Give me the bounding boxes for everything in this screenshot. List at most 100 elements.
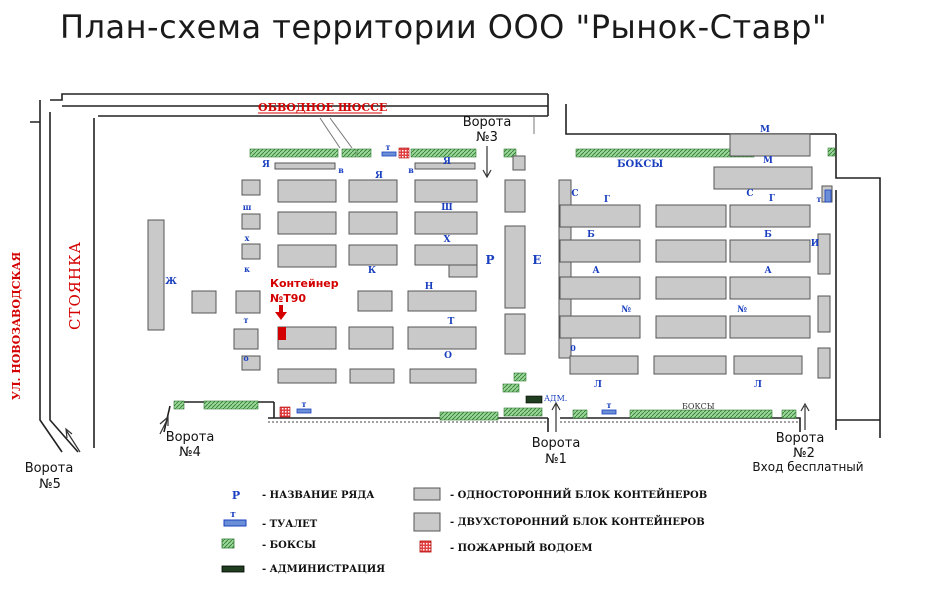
legend-single-block-icon — [413, 487, 441, 501]
block — [448, 264, 478, 278]
gate-5-label: Ворота — [25, 461, 74, 476]
boxes-top-middle — [410, 148, 477, 158]
gate-4-arrow-icon — [159, 415, 169, 435]
gate-4: Ворота №4 — [159, 415, 214, 460]
gate-1: Ворота №1 — [532, 401, 580, 467]
block — [729, 276, 811, 300]
block — [512, 155, 526, 171]
gate-2-number: №2 — [793, 446, 815, 461]
admin-building — [525, 395, 543, 404]
fire-pond-top — [398, 147, 410, 159]
row-label: М — [763, 156, 773, 166]
row-label: Н — [425, 282, 434, 292]
road-lines — [319, 116, 535, 149]
block — [729, 239, 811, 263]
row-label: № — [737, 305, 747, 315]
row-label: х — [245, 233, 250, 243]
legend-admin-text: - АДМИНИСТРАЦИЯ — [262, 564, 385, 575]
block — [504, 313, 526, 355]
gate-2-label: Ворота — [776, 431, 825, 446]
legend-toilet-letter: т — [230, 510, 236, 520]
gate-5-number: №5 — [39, 477, 61, 492]
row-label: Я — [375, 171, 383, 181]
block — [713, 166, 813, 190]
boxes-top-gate3 — [503, 148, 517, 158]
block — [191, 290, 217, 314]
legend-toilet-text: - ТУАЛЕТ — [262, 519, 318, 530]
block — [559, 204, 641, 228]
map-title: План-схема территории ООО "Рынок-Ставр" — [60, 8, 828, 46]
legend-fire-pond-text: - ПОЖАРНЫЙ ВОДОЕМ — [450, 541, 592, 554]
row-label: С — [571, 189, 578, 199]
row-label: К — [368, 266, 377, 276]
row-label: № — [621, 305, 631, 315]
block — [729, 315, 811, 339]
block — [277, 211, 337, 235]
row-label: Ш — [441, 203, 453, 213]
row-label: Т — [448, 317, 455, 327]
gate-3-label: Ворота — [463, 115, 512, 130]
block — [409, 368, 477, 384]
row-label: Г — [769, 194, 776, 204]
row-label: в — [338, 165, 344, 175]
block — [348, 244, 398, 266]
row-label: Г — [604, 195, 611, 205]
fire-pond-bottom — [279, 406, 291, 418]
gate-5: Ворота №5 — [25, 427, 81, 492]
row-label: Е — [532, 253, 541, 267]
block — [655, 204, 727, 228]
legend-fire-pond-icon — [419, 540, 432, 553]
block — [569, 355, 639, 375]
container-callout-line1: Контейнер — [270, 277, 339, 290]
block — [559, 315, 641, 339]
toilet-right-edge — [824, 189, 832, 203]
block — [277, 368, 337, 384]
block — [407, 326, 477, 350]
gate-5-arrow-icon — [65, 427, 81, 453]
row-label: М — [760, 125, 770, 135]
block — [274, 162, 336, 170]
block — [653, 355, 727, 375]
row-label: Б — [764, 230, 772, 240]
legend-double-block-icon — [413, 512, 441, 532]
row-label: о — [243, 353, 249, 363]
row-label: А — [764, 266, 772, 276]
toilet-bottom-right — [601, 409, 617, 415]
boxes-top-far-right — [827, 147, 836, 157]
boxes-top-left — [249, 148, 372, 158]
container-callout-line2: №Т90 — [270, 292, 306, 305]
row-label: С — [746, 189, 753, 199]
block — [733, 355, 803, 375]
container-t90-marker — [278, 327, 286, 340]
block — [729, 204, 811, 228]
legend-boxes-icon — [221, 538, 235, 549]
block — [348, 211, 398, 235]
toilet-top — [381, 151, 397, 157]
block — [559, 239, 641, 263]
gate-2: Ворота №2 Вход бесплатный — [752, 402, 864, 474]
block — [817, 295, 831, 333]
block — [655, 276, 727, 300]
gate-2-note: Вход бесплатный — [752, 460, 863, 474]
block — [655, 315, 727, 339]
street-label: УЛ. НОВОЗАВОДСКАЯ — [10, 252, 23, 400]
block — [817, 347, 831, 379]
block — [277, 179, 337, 203]
block — [241, 213, 261, 230]
block — [414, 244, 478, 266]
admin-label: АДМ. — [544, 394, 567, 403]
boxes-top-label: БОКСЫ — [617, 159, 663, 170]
block — [357, 290, 393, 312]
block — [233, 328, 259, 350]
row-labels: Я Я Я в в т ш Ш х Х к К Ж Н т Т о О Р Е … — [165, 125, 821, 410]
block — [504, 179, 526, 213]
boxes-bottom-label: БОКСЫ — [682, 402, 715, 411]
block — [655, 239, 727, 263]
row-label: О — [444, 351, 452, 361]
row-label: т — [817, 194, 822, 204]
row-label: в — [408, 165, 414, 175]
row-label: А — [592, 266, 600, 276]
row-label: Я — [443, 157, 451, 167]
block — [407, 290, 477, 312]
row-label: Л — [594, 380, 602, 390]
